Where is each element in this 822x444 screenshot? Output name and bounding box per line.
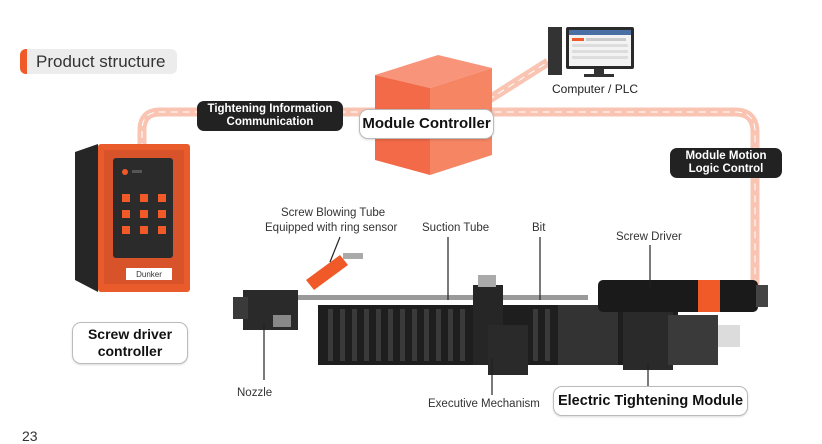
section-title-text: Product structure xyxy=(36,51,166,71)
controller-device: Dunker xyxy=(75,144,190,292)
page-number: 23 xyxy=(22,428,38,444)
computer-icon xyxy=(548,27,634,77)
computer-plc-label: Computer / PLC xyxy=(552,82,639,96)
bit-label: Bit xyxy=(532,222,546,234)
nozzle-label: Nozzle xyxy=(237,387,273,399)
module-controller-box: Module Controller xyxy=(359,109,494,139)
suction-tube-label: Suction Tube xyxy=(422,222,490,234)
tightening-info-tag: Tightening Information Communication xyxy=(197,101,343,131)
screw-blowing-tube-label: Screw Blowing Tube xyxy=(281,207,386,219)
screw-driver-controller-text: Screw driver controller xyxy=(87,326,173,359)
executive-mechanism-label: Executive Mechanism xyxy=(428,398,540,410)
section-title: Product structure xyxy=(20,49,178,74)
tightening-machine xyxy=(233,253,768,375)
ring-sensor-label: Equipped with ring sensor xyxy=(265,222,398,234)
device-brand-logo: Dunker xyxy=(136,270,162,279)
screw-driver-label: Screw Driver xyxy=(616,231,682,243)
module-motion-tag: Module Motion Logic Control xyxy=(670,148,782,178)
electric-tightening-module-box: Electric Tightening Module xyxy=(553,386,748,416)
screw-driver-controller-box: Screw driver controller xyxy=(72,322,188,364)
title-accent xyxy=(20,49,27,74)
